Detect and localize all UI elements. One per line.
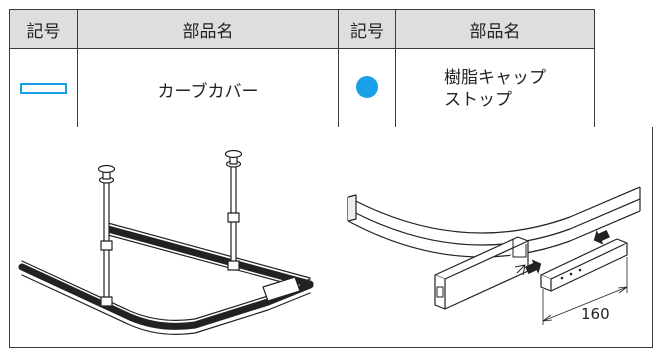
parts-table-header-row: 記号 部品名 記号 部品名 <box>9 9 595 49</box>
part-name-line-2: ストップ <box>444 90 512 110</box>
rectangle-outline-symbol-icon <box>20 83 67 94</box>
parts-table-row: カーブカバー 樹脂キャップ ストップ <box>9 48 595 130</box>
part-name-resin-cap-stop: 樹脂キャップ ストップ <box>395 48 595 130</box>
part-name-curve-cover: カーブカバー <box>77 48 339 130</box>
header-part-name-1: 部品名 <box>77 9 339 49</box>
dimension-label-160: 160 <box>581 305 610 323</box>
ceiling-rail-drawing <box>18 149 314 335</box>
parts-table: 記号 部品名 記号 部品名 カーブカバー 樹脂キャップ ストップ <box>9 9 595 130</box>
curve-cover-detail-drawing <box>347 186 641 325</box>
header-symbol-2: 記号 <box>338 9 396 49</box>
symbol-cell-2 <box>338 48 396 130</box>
part-name-resin-cap-stop-text: 樹脂キャップ ストップ <box>444 67 546 111</box>
header-symbol-1: 記号 <box>9 9 78 49</box>
header-part-name-2: 部品名 <box>395 9 595 49</box>
filled-circle-symbol-icon <box>356 75 378 98</box>
illustration-panel: 160 <box>9 127 653 348</box>
part-name-line-1: 樹脂キャップ <box>444 68 546 88</box>
rail-illustration: 160 <box>18 149 641 335</box>
symbol-cell-1 <box>9 48 78 130</box>
